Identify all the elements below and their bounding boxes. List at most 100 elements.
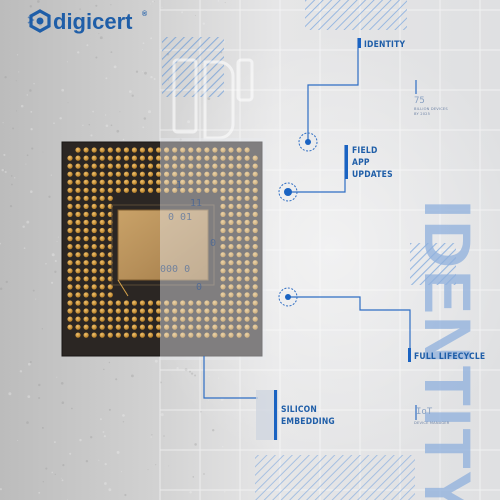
chip-pin <box>204 332 210 338</box>
chip-pin <box>172 171 178 177</box>
chip-pin <box>123 332 129 338</box>
chip-pin <box>252 244 258 250</box>
chip-pin <box>123 308 129 314</box>
chip-pin <box>123 187 129 193</box>
chip-pin <box>196 179 202 185</box>
chip-pin <box>91 236 97 242</box>
chip-pin <box>252 276 258 282</box>
chip-pin <box>156 155 162 161</box>
chip-pin <box>67 260 73 266</box>
chip-pin <box>188 300 194 306</box>
chip-pin <box>172 163 178 169</box>
chip-pin <box>83 187 89 193</box>
chip-pin <box>228 195 234 201</box>
chip-pin <box>188 324 194 330</box>
chip-pin <box>147 147 154 153</box>
chip-pin <box>147 332 154 338</box>
chip-pin <box>115 332 121 338</box>
chip-pin <box>83 332 89 338</box>
chip-pin <box>91 260 97 266</box>
ghost-shapes <box>172 58 254 140</box>
chip-pin <box>196 332 202 338</box>
chip-pin <box>115 308 121 314</box>
chip-pin <box>228 308 234 314</box>
chip-pin <box>156 179 162 185</box>
chip-pin <box>75 171 81 177</box>
chip-code: 1 11 0 01 0 000 0 0 <box>160 180 216 293</box>
chip-pin <box>244 260 250 266</box>
microchip <box>61 141 263 357</box>
chip-pin <box>212 163 218 169</box>
chip-pin <box>67 211 73 217</box>
chip-pin <box>252 163 258 169</box>
chip-pin <box>164 147 170 153</box>
chip-pin <box>228 276 234 282</box>
chip-pin <box>252 219 258 225</box>
chip-pin <box>91 308 97 314</box>
brand-name: digicert <box>53 9 133 34</box>
chip-pin <box>156 332 162 338</box>
chip-pin <box>123 179 129 185</box>
registered-mark: ® <box>142 10 148 18</box>
chip-pin <box>188 308 194 314</box>
chip-pin <box>228 284 234 290</box>
chip-pin <box>99 324 105 330</box>
chip-pin <box>196 316 202 322</box>
chip-pin <box>236 268 242 274</box>
chip-pin <box>220 284 226 290</box>
chip-pin <box>180 308 186 314</box>
chip-pin <box>228 244 234 250</box>
chip-pin <box>75 211 81 217</box>
chip-pin <box>220 155 226 161</box>
chip-pin <box>147 163 154 169</box>
chip-overlay <box>160 138 266 360</box>
chip-pin <box>75 179 81 185</box>
chip-pin <box>188 316 194 322</box>
chip-pin <box>115 163 121 169</box>
chip-pin <box>75 187 81 193</box>
chip-pin <box>99 268 105 274</box>
chip-pin <box>131 179 137 185</box>
chip-pin <box>188 163 194 169</box>
chip-pin <box>236 332 242 338</box>
chip-pin <box>131 316 137 322</box>
billions-number: 75 <box>414 96 425 106</box>
chip-pin <box>228 179 234 185</box>
embedding-label: EMBEDDING <box>281 417 335 427</box>
chip-pin <box>139 171 145 177</box>
chip-pin <box>91 300 97 306</box>
connector-nodes <box>278 132 318 307</box>
chip-pin <box>115 316 121 322</box>
chip-pin <box>67 252 73 258</box>
chip-pin <box>244 268 250 274</box>
svg-text:000 0: 000 0 <box>160 264 190 275</box>
chip-pin <box>107 163 113 169</box>
chip-pin <box>244 211 250 217</box>
chip-pin <box>156 316 162 322</box>
chip-pin <box>147 308 154 314</box>
chip-pin <box>115 179 121 185</box>
chip-pin <box>172 332 178 338</box>
chip-pin <box>99 203 105 209</box>
chip-pin <box>83 227 89 234</box>
chip-pin <box>83 292 89 298</box>
chip-pin <box>75 219 81 225</box>
chip-pin <box>91 252 97 258</box>
chip-pin <box>172 308 178 314</box>
chip-pin <box>196 163 202 169</box>
chip-pin <box>131 308 137 314</box>
chip-pin <box>123 171 129 177</box>
chip-pin <box>228 219 234 225</box>
chip-pin <box>204 308 210 314</box>
chip-pin <box>196 155 202 161</box>
digicert-logo: digicert ® <box>27 9 148 34</box>
chip-pin <box>196 308 202 314</box>
chip-pin <box>75 268 81 274</box>
chip-pin <box>67 195 73 201</box>
chip-pin <box>115 187 121 193</box>
chip-pin <box>188 147 194 153</box>
chip-pin <box>75 252 81 258</box>
chip-pin <box>107 147 113 153</box>
chip-pin <box>244 155 250 161</box>
chip-pin <box>67 324 73 330</box>
